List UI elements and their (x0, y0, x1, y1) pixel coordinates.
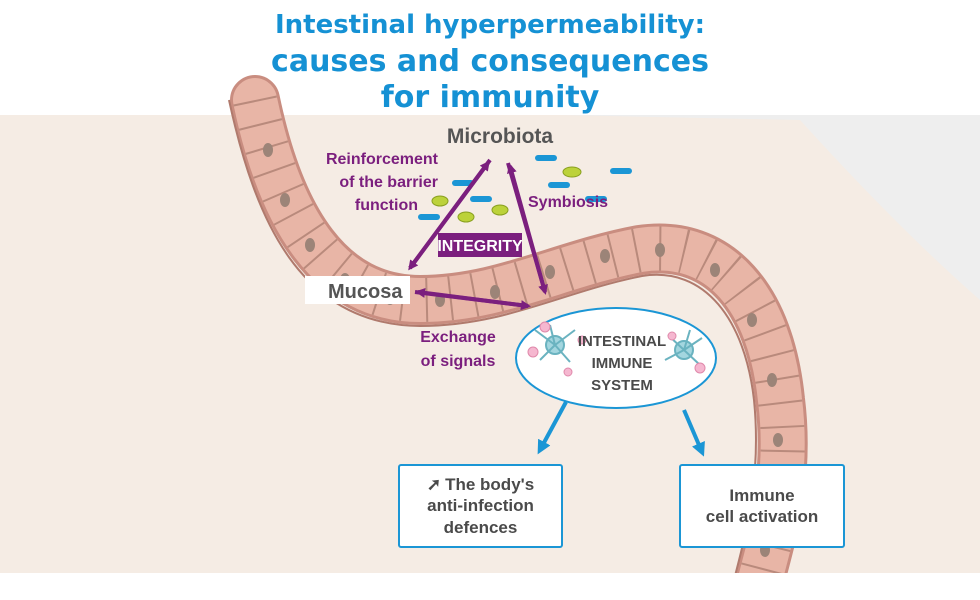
immune-cell-icon (534, 324, 703, 366)
lumen-area (560, 115, 980, 300)
title-line-3: for immunity (380, 80, 600, 115)
bacteria (418, 155, 632, 220)
exchange-label-1: Exchange (420, 329, 496, 346)
defences-line-3: defences (443, 517, 518, 537)
immune-particles (527, 321, 706, 377)
green-bacteria (431, 166, 582, 223)
integrity-label: INTEGRITY (437, 238, 523, 255)
immune-system-label-3: SYSTEM (591, 377, 653, 394)
activation-line-1: Immune (729, 485, 795, 505)
title-line-2: causes and consequences (271, 44, 709, 79)
arrow-to-defences (537, 401, 568, 455)
integrity-banner (438, 233, 522, 257)
mucosa-label: Mucosa (328, 281, 403, 303)
arrow-mucosa-microbiota (408, 160, 490, 270)
mucosa-label-bg (305, 276, 410, 304)
defences-box: ➚The body's anti-infection defences (398, 464, 563, 548)
immune-system-ellipse (515, 307, 717, 409)
integrity-triangle (408, 158, 548, 311)
arrow-immune-mucosa (415, 287, 529, 308)
defences-line-2: anti-infection (427, 496, 534, 516)
immune-system-label-1: INTESTINAL (578, 333, 666, 350)
exchange-label-2: of signals (421, 353, 496, 370)
title-line-1: Intestinal hyperpermeability: (274, 10, 706, 40)
up-right-arrow-icon: ➚ (426, 475, 442, 495)
immune-system-label-2: IMMUNE (592, 355, 653, 372)
defences-line-1: ➚The body's (426, 475, 535, 495)
symbiosis-label: Symbiosis (528, 194, 608, 211)
arrow-immune-microbiota (507, 163, 547, 293)
activation-box: Immune cell activation (679, 464, 845, 548)
activation-line-2: cell activation (705, 507, 819, 526)
reinforcement-label-3: function (355, 197, 418, 214)
microbiota-label: Microbiota (447, 125, 553, 148)
reinforcement-label-1: Reinforcement (326, 151, 439, 168)
reinforcement-label-2: of the barrier (339, 174, 438, 191)
arrow-to-activation (682, 409, 705, 457)
